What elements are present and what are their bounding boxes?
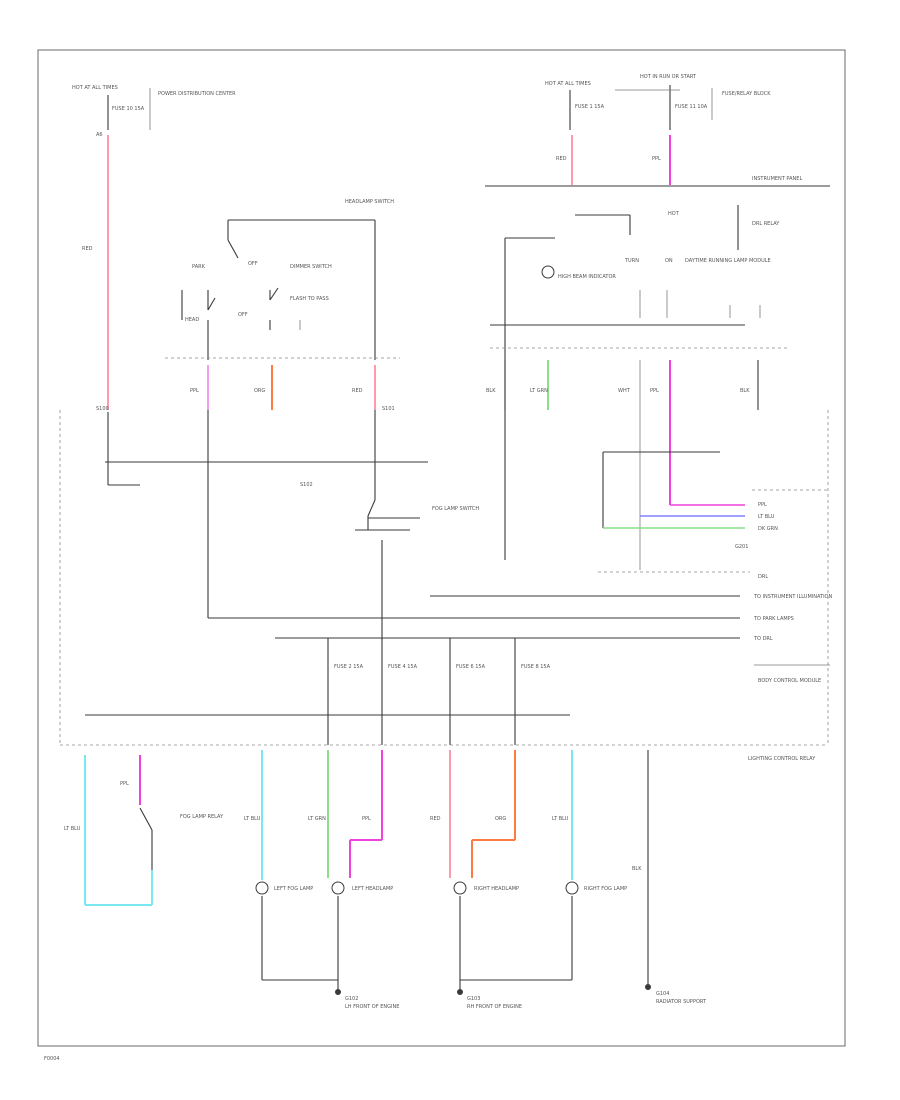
svg-text:DK GRN: DK GRN [758, 526, 778, 532]
svg-text:LEFT HEADLAMP: LEFT HEADLAMP [352, 886, 393, 892]
svg-text:PARK: PARK [192, 264, 206, 270]
svg-text:FOG LAMP RELAY: FOG LAMP RELAY [180, 814, 224, 820]
grounds: G102 LH FRONT OF ENGINE G103 RH FRONT OF… [262, 979, 707, 1010]
label-headlamp-switch: HEADLAMP SWITCH [345, 199, 394, 205]
power-feed-left: HOT AT ALL TIMES FUSE 10 15A POWER DISTR… [72, 85, 236, 486]
svg-text:RED: RED [556, 156, 567, 162]
svg-text:PPL: PPL [652, 156, 661, 162]
svg-text:TO PARK LAMPS: TO PARK LAMPS [753, 616, 794, 622]
svg-text:PPL: PPL [362, 816, 371, 822]
svg-text:S102: S102 [300, 482, 313, 488]
svg-text:OFF: OFF [238, 312, 248, 318]
svg-text:RIGHT HEADLAMP: RIGHT HEADLAMP [474, 886, 519, 892]
switch-outputs: PPL ORG RED S101 S102 [105, 365, 428, 618]
svg-text:LT GRN: LT GRN [530, 388, 548, 394]
svg-text:RH FRONT OF ENGINE: RH FRONT OF ENGINE [467, 1004, 522, 1010]
lighting-control-outline: LIGHTING CONTROL RELAY [59, 410, 829, 762]
diagram-border [37, 49, 846, 1047]
svg-text:DRL RELAY: DRL RELAY [752, 221, 780, 227]
svg-text:BLK: BLK [486, 388, 496, 394]
svg-text:HOT AT ALL TIMES: HOT AT ALL TIMES [545, 81, 591, 87]
svg-text:BLK: BLK [632, 866, 642, 872]
fog-switch-block: FOG LAMP SWITCH [355, 499, 479, 640]
drl-outputs: BLK LT GRN WHT PPL BLK PPL LT BLU DK GRN… [486, 360, 830, 580]
svg-text:A6: A6 [96, 132, 103, 138]
svg-text:FUSE 8 15A: FUSE 8 15A [521, 664, 551, 670]
label-fuse-left: FUSE 10 15A [112, 106, 145, 112]
svg-text:FOG LAMP SWITCH: FOG LAMP SWITCH [432, 506, 479, 512]
svg-text:PPL: PPL [120, 781, 129, 787]
svg-text:G201: G201 [735, 544, 748, 550]
svg-text:S100: S100 [96, 406, 109, 412]
svg-text:LT BLU: LT BLU [244, 816, 261, 822]
diagram-reference: F0004 [44, 1056, 60, 1062]
svg-text:ORG: ORG [254, 388, 265, 394]
svg-text:DAYTIME RUNNING LAMP MODULE: DAYTIME RUNNING LAMP MODULE [685, 258, 771, 264]
svg-text:PPL: PPL [190, 388, 199, 394]
label-hot-at-all-times-left: HOT AT ALL TIMES [72, 85, 118, 91]
svg-text:FUSE 4 15A: FUSE 4 15A [388, 664, 418, 670]
svg-text:PPL: PPL [650, 388, 659, 394]
lamp-columns: LT BLU LEFT FOG LAMP LT GRN PPL LEFT HEA… [244, 750, 649, 990]
svg-text:RED: RED [352, 388, 363, 394]
svg-text:OFF: OFF [248, 261, 258, 267]
svg-text:FUSE 11 10A: FUSE 11 10A [675, 104, 708, 110]
svg-text:INSTRUMENT PANEL: INSTRUMENT PANEL [752, 176, 802, 182]
svg-text:G104: G104 [656, 991, 669, 997]
svg-text:RADIATOR SUPPORT: RADIATOR SUPPORT [656, 999, 707, 1005]
svg-text:LIGHTING CONTROL RELAY: LIGHTING CONTROL RELAY [748, 756, 816, 762]
svg-text:BODY CONTROL MODULE: BODY CONTROL MODULE [758, 678, 821, 684]
headlamp-switch-block: HEADLAMP SWITCH PARK OFF HEAD OFF DIMMER… [165, 199, 400, 360]
bcm-fuses: FUSE 2 15A FUSE 4 15A FUSE 6 15A FUSE 8 … [85, 638, 570, 745]
svg-text:LH FRONT OF ENGINE: LH FRONT OF ENGINE [345, 1004, 399, 1010]
svg-text:HEAD: HEAD [185, 317, 199, 323]
svg-text:FUSE 1 15A: FUSE 1 15A [575, 104, 605, 110]
svg-text:PPL: PPL [758, 502, 767, 508]
svg-text:FUSE 6 15A: FUSE 6 15A [456, 664, 486, 670]
svg-text:RED: RED [430, 816, 441, 822]
svg-text:HIGH BEAM INDICATOR: HIGH BEAM INDICATOR [558, 274, 616, 280]
svg-text:FUSE 2 15A: FUSE 2 15A [334, 664, 364, 670]
svg-text:LT GRN: LT GRN [308, 816, 326, 822]
svg-text:TURN: TURN [624, 258, 639, 264]
svg-text:HOT: HOT [668, 211, 680, 217]
svg-text:FUSE/RELAY BLOCK: FUSE/RELAY BLOCK [722, 91, 771, 97]
svg-text:RED: RED [82, 246, 93, 252]
svg-text:RIGHT FOG LAMP: RIGHT FOG LAMP [584, 886, 627, 892]
svg-text:TO DRL: TO DRL [753, 636, 773, 642]
svg-text:DRL: DRL [758, 574, 768, 580]
svg-text:ORG: ORG [495, 816, 506, 822]
svg-text:LT BLU: LT BLU [758, 514, 775, 520]
svg-text:TO INSTRUMENT ILLUMINATION: TO INSTRUMENT ILLUMINATION [753, 594, 832, 600]
svg-text:LEFT FOG LAMP: LEFT FOG LAMP [274, 886, 313, 892]
svg-text:BLK: BLK [740, 388, 750, 394]
svg-text:ON: ON [665, 258, 673, 264]
fog-relay-block: LT BLU PPL FOG LAMP RELAY [64, 755, 224, 906]
svg-text:DIMMER SWITCH: DIMMER SWITCH [290, 264, 332, 270]
svg-text:LT BLU: LT BLU [64, 826, 81, 832]
svg-text:S101: S101 [382, 406, 395, 412]
svg-text:WHT: WHT [618, 388, 631, 394]
label-pdc: POWER DISTRIBUTION CENTER [158, 91, 236, 97]
svg-text:FLASH TO PASS: FLASH TO PASS [290, 296, 329, 302]
svg-text:G103: G103 [467, 996, 480, 1002]
svg-text:G102: G102 [345, 996, 358, 1002]
svg-text:HOT IN RUN OR START: HOT IN RUN OR START [640, 74, 697, 80]
svg-text:LT BLU: LT BLU [552, 816, 569, 822]
power-feed-right: HOT AT ALL TIMES HOT IN RUN OR START FUS… [485, 74, 830, 187]
bus-lines: TO INSTRUMENT ILLUMINATION TO PARK LAMPS… [208, 594, 832, 684]
